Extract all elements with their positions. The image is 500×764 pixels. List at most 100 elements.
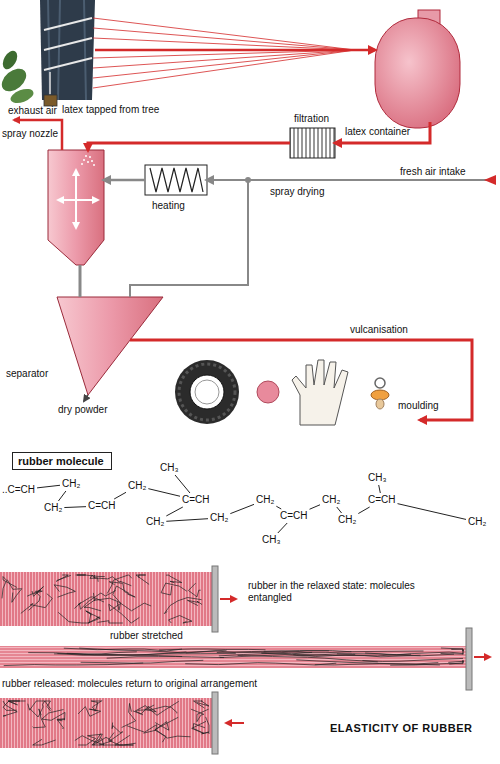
formula-group: CH₃: [368, 472, 387, 484]
strand: [187, 600, 202, 605]
bond-line: [148, 489, 180, 497]
part-label: moulding: [398, 400, 439, 412]
part-label: separator: [6, 368, 48, 380]
part-label: spray nozzle: [2, 128, 58, 140]
rubber-bars: [0, 566, 490, 754]
strand: [33, 739, 56, 745]
strand: [155, 722, 169, 743]
strand: [155, 717, 190, 738]
pacifier: [371, 378, 389, 409]
formula-group: CH₂: [128, 480, 146, 492]
strand: [161, 583, 187, 595]
caption: ELASTICITY OF RUBBER: [330, 722, 472, 734]
heater: [145, 165, 207, 195]
strand: [84, 593, 101, 611]
pipe-connector: [95, 49, 375, 52]
moulding-node: moulding: [175, 352, 420, 428]
strand: [169, 616, 192, 624]
strand: [448, 661, 463, 663]
separator-cone: [57, 297, 163, 395]
label: dry powder: [58, 404, 107, 416]
strand: [54, 585, 75, 597]
pipe-stub: [130, 339, 163, 342]
strand: [90, 575, 98, 582]
strand: [33, 709, 46, 728]
outlet: [84, 395, 88, 401]
formula-group: CH₂: [62, 478, 80, 490]
pipe-connector: [163, 340, 472, 420]
part-label: latex tapped from tree: [62, 104, 159, 116]
strand: [159, 649, 265, 651]
strand: [192, 721, 206, 733]
label: rubber in the relaxed state: molecules e…: [248, 580, 448, 604]
formula-group: CH₂: [468, 516, 486, 528]
bond-line: [358, 507, 369, 514]
strand: [451, 649, 463, 651]
strand: [78, 707, 101, 717]
strand: [109, 604, 140, 623]
latex-streams: [93, 18, 355, 88]
strand: [95, 598, 151, 611]
formula-group: CH₂: [210, 512, 228, 524]
strand: [362, 658, 463, 661]
strand: [94, 577, 132, 586]
strand: [76, 575, 105, 577]
label: rubber released: molecules return to ori…: [2, 678, 257, 690]
formula-group: CH₂: [322, 494, 340, 506]
pipe-connector: [104, 179, 145, 182]
formula-group: CH₂: [146, 516, 164, 528]
strand: [56, 575, 71, 581]
strand: [441, 648, 463, 652]
bond-line: [337, 507, 342, 513]
label: fresh air intake: [400, 166, 466, 178]
strand: [4, 663, 144, 666]
strand: [315, 663, 439, 665]
strand: [122, 703, 136, 727]
tree: [0, 0, 95, 106]
spray-tower: [48, 150, 104, 265]
formula-group: CH₃: [262, 534, 281, 546]
part-label: latex container: [345, 126, 410, 138]
bond-line: [37, 485, 60, 488]
strand: [365, 652, 463, 655]
strand: [2, 577, 17, 599]
strand: [202, 717, 209, 734]
bond-line: [278, 523, 287, 533]
label: rubber stretched: [110, 630, 183, 642]
bond-line: [276, 506, 281, 509]
strand: [74, 597, 104, 609]
strand: [296, 660, 440, 665]
strand: [107, 657, 224, 659]
formula-group: CH₂: [44, 502, 62, 514]
molecule-title-box: rubber molecule: [12, 452, 112, 470]
arrow-head: [484, 175, 496, 185]
bond-line: [166, 507, 183, 516]
strand: [29, 591, 43, 610]
bond-line: [114, 492, 126, 499]
label: spray drying: [270, 186, 324, 198]
bond-line: [310, 505, 320, 509]
part-label: filtration: [294, 113, 329, 125]
strand: [67, 653, 236, 655]
strand: [164, 598, 201, 614]
strand: [136, 575, 149, 584]
part-label: heating: [152, 200, 185, 212]
strand: [91, 700, 102, 711]
strand: [127, 725, 156, 734]
strand: [185, 663, 336, 665]
strand: [194, 701, 210, 708]
strand: [137, 706, 177, 713]
strand: [441, 652, 463, 655]
formula-group: C=CH: [182, 494, 210, 506]
pipe-connector: [79, 265, 82, 297]
molecule-strands: [2, 575, 463, 745]
box-title: rubber molecule: [13, 453, 111, 469]
filter-node: filtration: [290, 128, 335, 158]
bond-line: [379, 485, 381, 493]
label: vulcanisation: [350, 324, 408, 336]
strand: [8, 701, 20, 705]
formula-group: CH₂: [338, 514, 356, 526]
bond-line: [58, 491, 66, 501]
strand: [101, 735, 129, 745]
